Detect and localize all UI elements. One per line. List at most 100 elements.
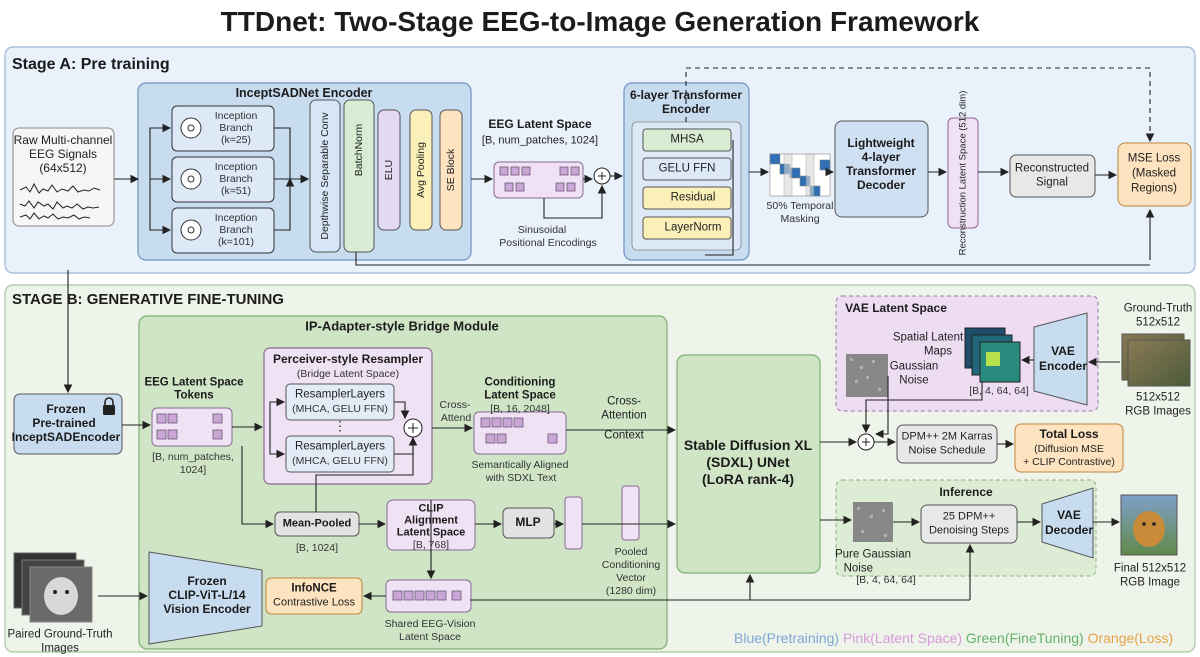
bridge-title: IP-Adapter-style Bridge Module — [305, 318, 499, 334]
total-loss-line3: + CLIP Contrastive) — [1023, 455, 1115, 468]
shared-line1: Shared EEG-Vision — [384, 617, 476, 630]
lock-icon — [103, 397, 115, 415]
branch1-name: Inception — [214, 109, 258, 122]
eeg-latent-title: EEG Latent Space — [488, 117, 592, 132]
mlp-label: MLP — [515, 515, 541, 530]
mhsa-layer — [642, 128, 732, 152]
paired-line2: Images — [41, 642, 79, 655]
gaussian-line2: Noise — [899, 374, 929, 387]
shared-line2: Latent Space — [399, 630, 461, 643]
tokens-shape-2: 1024] — [179, 463, 207, 476]
dashed-feedback-arrow — [685, 67, 1155, 143]
paired-images-stack — [13, 552, 93, 623]
tokens-shape-1: [B, num_patches, — [152, 450, 234, 463]
denoising-line2: Denoising Steps — [928, 524, 1010, 537]
spatial-latent-maps — [964, 327, 1021, 383]
branch3-sub: Branch — [219, 223, 253, 236]
mse-loss-line3: Regions) — [1130, 182, 1178, 195]
spatial-line1: Spatial Latent — [892, 331, 964, 344]
vae-decoder-shape — [1041, 487, 1094, 559]
raw-eeg-line1: Raw Multi-channel — [13, 133, 113, 148]
total-loss-line2: (Diffusion MSE — [1034, 442, 1104, 455]
color-legend: Blue(Pretraining) Pink(Latent Space) Gre… — [734, 630, 1173, 646]
tokens-title-2: Tokens — [174, 389, 214, 402]
pooled-line3: Vector — [616, 571, 646, 584]
final-line2: RGB Image — [1119, 576, 1181, 589]
branch1-sub: Branch — [219, 121, 253, 134]
clip-align-line1: CLIP — [418, 502, 444, 515]
vae-latent-title: VAE Latent Space — [845, 301, 947, 316]
decoder-box — [834, 120, 929, 218]
decoder-line3: Transformer — [845, 164, 917, 179]
aligned-line1: Semantically Aligned — [471, 458, 569, 471]
legend-pink: Pink(Latent Space) — [842, 630, 963, 646]
spatial-shape: [B, 4, 64, 64] — [969, 384, 1029, 397]
spatial-line2: Maps — [923, 345, 953, 358]
branch2-name: Inception — [214, 160, 258, 173]
clip-align-line3: Latent Space — [396, 526, 466, 539]
branch3-k: (k=101) — [218, 235, 254, 248]
rgb-line1: 512x512 — [1135, 391, 1181, 404]
vae-decoder-line1: VAE — [1057, 508, 1081, 523]
recon-signal-line1: Reconstructed — [1014, 162, 1090, 175]
vae-encoder-line1: VAE — [1051, 344, 1075, 359]
positional-line2: Positional Encodings — [499, 236, 597, 249]
resampler-layer1-sub: (MHCA, GELU FFN) — [292, 402, 388, 415]
pure-noise-line2: Noise — [843, 562, 873, 575]
raw-eeg-box — [12, 127, 115, 227]
recon-latent-label: Reconstruction Latent Space (512 dim) — [957, 90, 969, 256]
mlp-output-bar — [564, 496, 583, 550]
residual-layer — [642, 186, 732, 210]
mse-loss-line1: MSE Loss — [1127, 152, 1181, 165]
layer-depthwise: Depthwise Separable Conv — [319, 112, 331, 240]
encoder-title: InceptSADNet Encoder — [235, 85, 373, 100]
masking-line2: Masking — [780, 212, 820, 225]
mlp-box — [502, 507, 555, 539]
pooled-line1: Pooled — [614, 545, 648, 558]
ground-truth-line2: 512x512 — [1135, 316, 1181, 329]
transformer-gelu: GELU FFN — [658, 162, 716, 175]
sdxl-line3: (LoRA rank-4) — [701, 470, 795, 487]
cross-attention-line1: Cross- — [607, 395, 641, 408]
cross-attend-line2: Attend — [440, 411, 472, 424]
branch3-name: Inception — [214, 211, 258, 224]
decoder-line1: Lightweight — [847, 136, 915, 151]
elu-layer — [377, 109, 401, 231]
depthwise-conv-layer — [309, 99, 341, 253]
conditioning-shape: [B, 16, 2048] — [490, 402, 550, 415]
resampler-sub: (Bridge Latent Space) — [296, 367, 400, 380]
total-loss-box — [1014, 423, 1124, 473]
resampler-layer1-title: ResamplerLayers — [294, 388, 386, 401]
network-icons — [180, 117, 202, 241]
final-line1: Final 512x512 — [1113, 562, 1187, 575]
infonce-line1: InfoNCE — [291, 582, 337, 595]
decoder-line2: 4-layer — [861, 150, 901, 165]
positional-line1: Sinusoidal — [517, 223, 567, 236]
eeg-latent-shape: [B, num_patches, 1024] — [481, 134, 599, 147]
lines — [315, 140, 1150, 601]
aligned-line2: with SDXL Text — [485, 471, 557, 484]
clip-align-line2: Alignment — [404, 514, 458, 527]
masking-line1: 50% Temporal — [766, 199, 834, 212]
sdxl-line2: (SDXL) UNet — [706, 453, 790, 470]
clip-align-shape: [B, 768] — [412, 538, 450, 551]
pooled-line2: Conditioning — [601, 558, 661, 571]
clip-vit-line3: Vision Encoder — [163, 602, 251, 617]
eeg-waveform-icon — [19, 182, 101, 220]
legend-orange: Orange(Loss) — [1087, 630, 1174, 646]
infonce-box — [265, 577, 363, 615]
legend-green: Green(FineTuning) — [965, 630, 1084, 646]
tokens-title-1: EEG Latent Space — [144, 376, 244, 389]
mse-loss-line2: (Masked — [1131, 167, 1177, 180]
clip-vit-encoder-shape — [148, 551, 263, 645]
gelu-ffn-layer — [642, 157, 732, 181]
denoising-line1: 25 DPM++ — [942, 510, 996, 523]
resampler-title: Perceiver-style Resampler — [272, 352, 424, 367]
legend-blue: Blue(Pretraining) — [734, 630, 840, 646]
inference-title: Inference — [939, 485, 993, 500]
mean-pooled-label: Mean-Pooled — [282, 517, 352, 530]
batchnorm-layer — [343, 99, 375, 253]
raw-eeg-line3: (64x512) — [39, 161, 87, 176]
vae-encoder-shape — [1033, 312, 1088, 406]
